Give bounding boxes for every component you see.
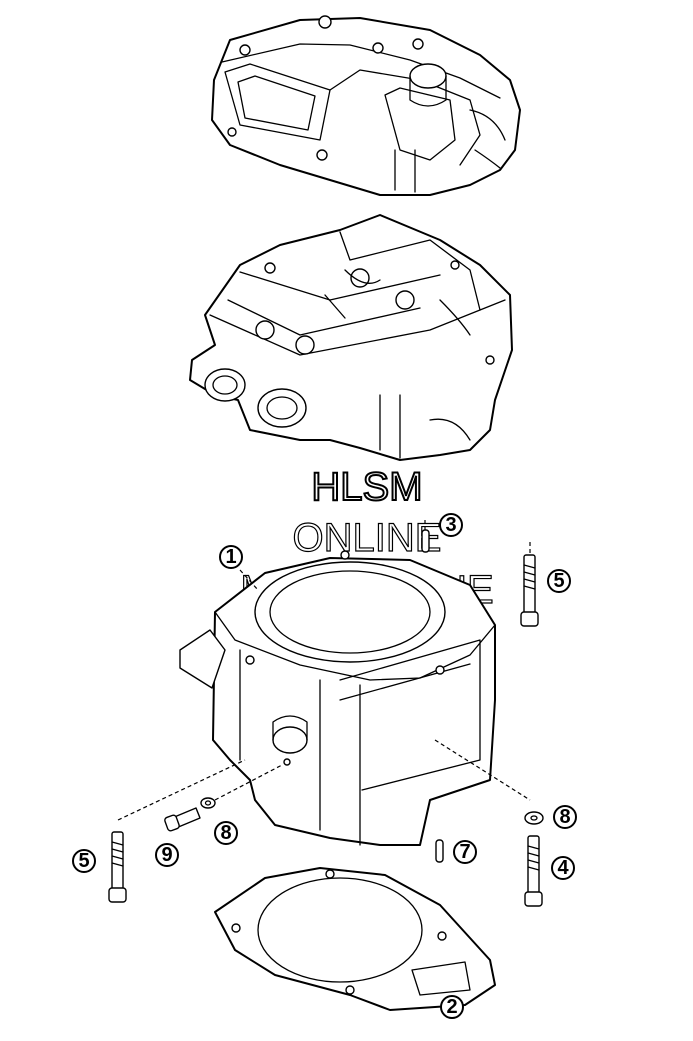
callout-9: 9 bbox=[155, 843, 179, 867]
cylinder-base-gasket bbox=[214, 867, 496, 1011]
cylinder-head bbox=[189, 214, 513, 461]
dowel-pin-upper bbox=[421, 529, 430, 553]
washer-right bbox=[524, 811, 544, 825]
watermark-line-2: ONLINE bbox=[293, 516, 442, 560]
callout-8-right-label: 8 bbox=[559, 806, 570, 828]
bolt-right-lower bbox=[524, 835, 543, 907]
callout-4: 4 bbox=[551, 856, 575, 880]
callout-5-upper-label: 5 bbox=[553, 570, 564, 592]
dowel-pin-lower bbox=[435, 839, 444, 863]
callout-5-upper: 5 bbox=[547, 569, 571, 593]
bolt-left bbox=[108, 831, 127, 903]
callout-3: 3 bbox=[439, 513, 463, 537]
callout-1: 1 bbox=[219, 545, 243, 569]
small-bolt bbox=[164, 807, 201, 832]
callout-5-lower-label: 5 bbox=[78, 850, 89, 872]
callout-8-right: 8 bbox=[553, 805, 577, 829]
washer-left bbox=[200, 797, 216, 809]
callout-1-label: 1 bbox=[225, 546, 236, 568]
callout-7-label: 7 bbox=[459, 841, 470, 863]
valve-cover bbox=[211, 15, 521, 196]
callout-2-label: 2 bbox=[446, 996, 457, 1018]
cylinder bbox=[179, 550, 496, 846]
callout-3-label: 3 bbox=[445, 514, 456, 536]
callout-7: 7 bbox=[453, 840, 477, 864]
bolt-right-upper bbox=[520, 542, 539, 627]
callout-9-label: 9 bbox=[161, 844, 172, 866]
watermark-line-1: HLSM bbox=[311, 465, 422, 509]
callout-8-left: 8 bbox=[214, 821, 238, 845]
callout-5-lower: 5 bbox=[72, 849, 96, 873]
callout-2: 2 bbox=[440, 995, 464, 1019]
callout-8-left-label: 8 bbox=[220, 822, 231, 844]
leader-lines bbox=[117, 520, 531, 821]
callout-4-label: 4 bbox=[557, 857, 569, 879]
